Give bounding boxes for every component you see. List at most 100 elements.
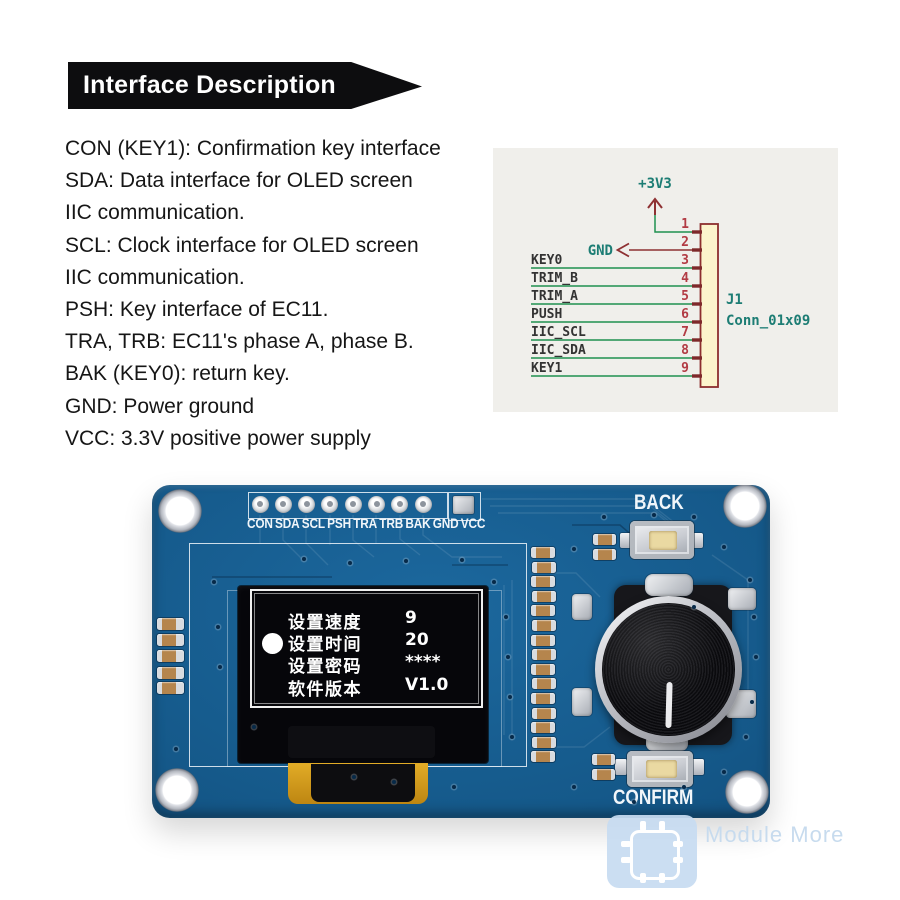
smd-resistor xyxy=(157,634,184,646)
solder-pad xyxy=(728,588,756,610)
through-hole-pad xyxy=(274,495,292,513)
via-dot xyxy=(216,625,220,629)
via-dot xyxy=(572,547,576,551)
smd-resistor xyxy=(531,751,555,763)
description-line: BAK (KEY0): return key. xyxy=(65,362,290,386)
via-dot xyxy=(352,775,356,779)
pin-label: CON xyxy=(247,515,273,531)
via-dot xyxy=(492,580,496,584)
menu-cursor-dot xyxy=(262,633,283,654)
net-label: KEY0 xyxy=(531,253,562,268)
smd-resistor xyxy=(532,649,556,661)
smd-resistor xyxy=(531,576,555,588)
watermark-text: Module More xyxy=(705,822,845,847)
description-line: IIC communication. xyxy=(65,265,245,289)
net-label: TRIM_A xyxy=(531,289,578,304)
pin-label: BAK xyxy=(405,515,431,531)
via-dot xyxy=(404,559,408,563)
smd-resistor xyxy=(532,620,556,631)
via-dot xyxy=(504,615,508,619)
interface-description-text: CON (KEY1): Confirmation key interface S… xyxy=(65,133,505,455)
description-line: SDA: Data interface for OLED screen xyxy=(65,169,413,193)
through-hole-pad xyxy=(251,495,269,513)
via-dot xyxy=(744,735,748,739)
smd-resistor xyxy=(532,678,556,690)
menu-item-label: 设置速度 xyxy=(288,613,362,632)
chip-icon-pin xyxy=(673,857,683,863)
confirm-button xyxy=(627,751,693,787)
power-net-label: +3V3 xyxy=(638,176,672,192)
through-hole-pad xyxy=(298,495,316,513)
pin-label: VCC xyxy=(460,515,486,531)
oled-menu-row: 设置密码 **** xyxy=(252,652,477,676)
svg-text:7: 7 xyxy=(681,325,689,340)
menu-item-value: 20 xyxy=(405,630,429,650)
smd-resistor xyxy=(532,707,556,719)
watermark-badge xyxy=(607,815,697,888)
connector-body xyxy=(699,223,719,388)
via-dot xyxy=(506,655,510,659)
via-dot xyxy=(508,695,512,699)
oled-menu-row-selected: 设置时间 20 xyxy=(252,630,477,654)
description-line: CON (KEY1): Confirmation key interface xyxy=(65,137,441,160)
description-line: VCC: 3.3V positive power supply xyxy=(65,426,371,450)
vcc-pad-outline xyxy=(448,492,481,521)
button-terminal xyxy=(692,533,703,548)
oled-menu-row: 软件版本 V1.0 xyxy=(252,675,477,699)
smd-resistor xyxy=(532,590,556,602)
svg-text:1: 1 xyxy=(681,217,689,232)
via-dot xyxy=(302,557,306,561)
through-hole-pad xyxy=(391,495,409,513)
oled-display: 设置速度 9 设置时间 20 设置密码 **** 软件版本 V1.0 xyxy=(238,586,488,763)
via-dot xyxy=(252,725,256,729)
svg-text:9: 9 xyxy=(681,361,689,376)
title-banner: Interface Description xyxy=(68,62,422,109)
smd-resistor xyxy=(531,634,555,646)
mounting-hole xyxy=(158,489,202,533)
confirm-button-cap xyxy=(646,760,677,778)
pin-label: TRB xyxy=(379,515,404,531)
via-dot xyxy=(602,515,606,519)
menu-item-value: **** xyxy=(405,652,441,672)
pin-numbers: 1 2 3 4 5 6 7 8 9 xyxy=(681,217,689,376)
solder-pad xyxy=(572,688,592,716)
connector-schematic: +3V3 GND KEY0 TRIM_B TRIM_A PUSH IIC_SCL… xyxy=(493,148,838,412)
encoder-solder-tab xyxy=(645,574,693,596)
wire-pin1 xyxy=(654,215,692,233)
ground-net-label: GND xyxy=(588,243,613,259)
oled-menu-frame: 设置速度 9 设置时间 20 设置密码 **** 软件版本 V1.0 xyxy=(250,589,483,708)
header-pads-outline xyxy=(248,492,448,519)
button-terminal xyxy=(615,759,627,775)
via-dot xyxy=(752,615,756,619)
svg-text:4: 4 xyxy=(681,271,689,286)
via-dot xyxy=(682,785,686,789)
chip-icon-pin xyxy=(621,841,631,847)
mounting-hole xyxy=(725,770,769,814)
chip-icon-pin xyxy=(621,857,631,863)
via-dot xyxy=(652,513,656,517)
via-dot xyxy=(750,700,754,704)
via-dot xyxy=(452,785,456,789)
svg-text:3: 3 xyxy=(681,253,689,268)
pin-label: PSH xyxy=(327,515,351,531)
pin-label: SCL xyxy=(301,515,325,531)
menu-item-value: 9 xyxy=(405,608,417,628)
pcb-module: CON SDA SCL PSH TRA TRB BAK GND VCC 设置速度… xyxy=(152,485,770,818)
through-hole-pad xyxy=(321,495,339,513)
confirm-silkscreen-label: CONFIRM xyxy=(613,786,694,809)
back-button-cap xyxy=(649,531,677,550)
back-button xyxy=(630,521,694,559)
via-dot xyxy=(632,800,636,804)
net-label: KEY1 xyxy=(531,361,562,376)
designator-label: J1 xyxy=(726,292,743,308)
rotary-encoder-knob xyxy=(595,596,742,743)
net-label: IIC_SDA xyxy=(531,343,586,358)
page-title: Interface Description xyxy=(83,71,336,99)
button-terminal xyxy=(620,533,631,548)
mounting-hole xyxy=(723,485,767,528)
menu-item-value: V1.0 xyxy=(405,675,449,695)
smd-resistor xyxy=(531,722,555,734)
pin-label: GND xyxy=(432,515,459,531)
via-dot xyxy=(754,655,758,659)
smd-resistor xyxy=(593,534,616,545)
